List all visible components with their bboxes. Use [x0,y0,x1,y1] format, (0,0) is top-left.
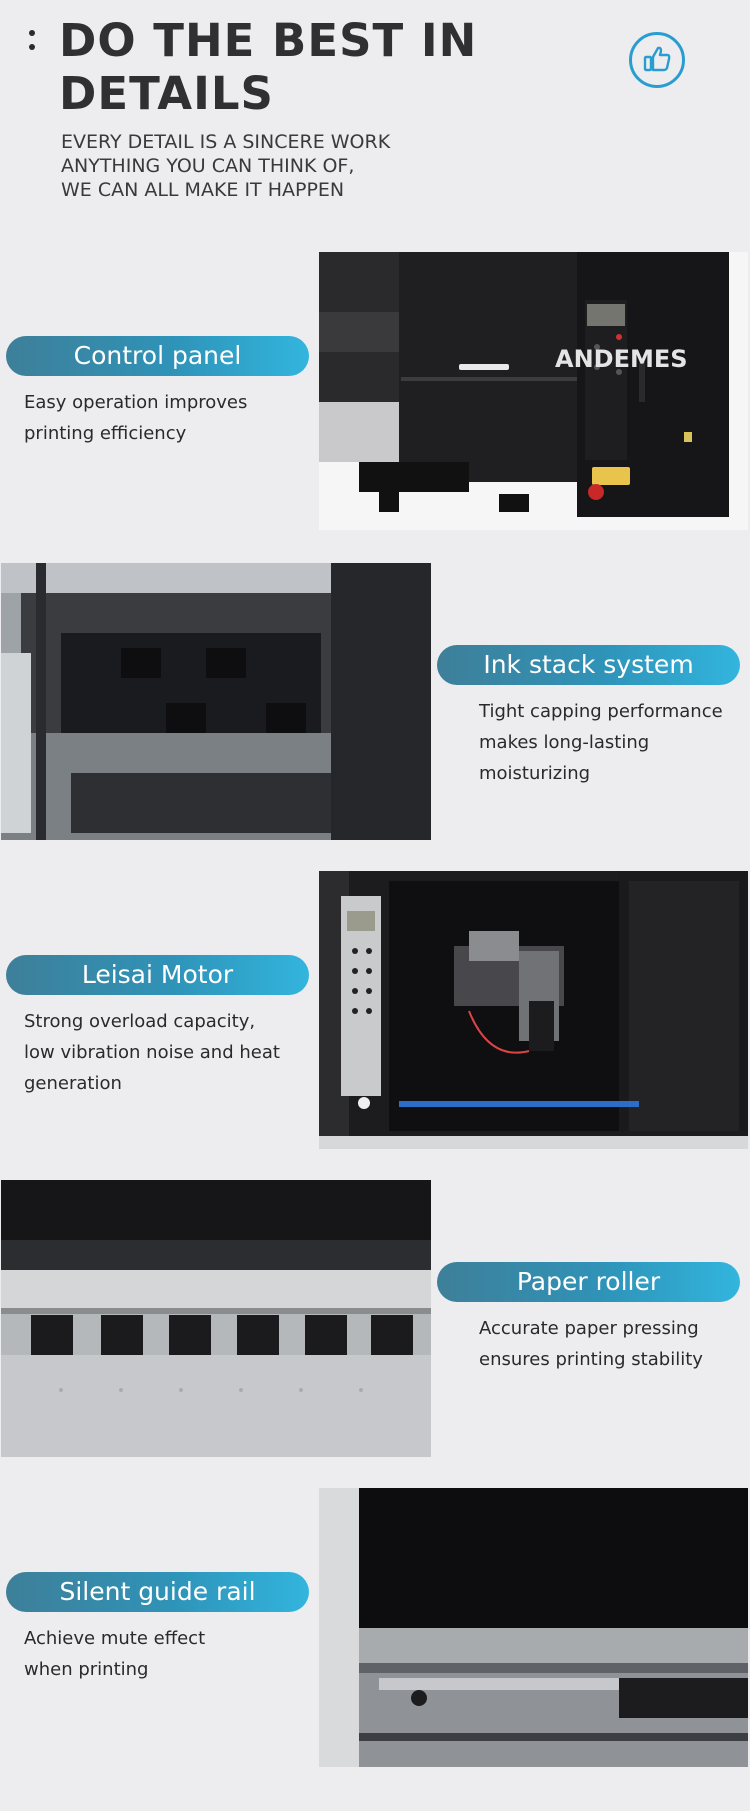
feature-desc-line: Strong overload capacity, [24,1011,256,1032]
title-line-2: DETAILS [59,67,274,120]
feature-desc-line: generation [24,1073,122,1094]
guide-rail-photo [319,1488,748,1767]
feature-desc-line: printing efficiency [24,423,187,444]
page-header: DO THE BEST IN DETAILS EVERY DETAIL IS A… [0,0,750,220]
feature-desc-line: when printing [24,1659,149,1680]
andemes-watermark: ANDEMES [555,345,688,373]
feature-desc-line: ensures printing stability [479,1349,703,1370]
feature-desc-ink-stack-system: Tight capping performance makes long-las… [479,696,723,789]
feature-desc-line: Tight capping performance [479,701,723,722]
feature-desc-control-panel: Easy operation improves printing efficie… [24,387,247,449]
subtitle-line-1: EVERY DETAIL IS A SINCERE WORK [61,131,391,153]
title-line-1: DO THE BEST IN [59,14,478,67]
feature-desc-silent-guide-rail: Achieve mute effect when printing [24,1623,205,1685]
page-title: DO THE BEST IN DETAILS [59,14,579,120]
feature-label-paper-roller: Paper roller [437,1262,740,1302]
ink-stack-photo [1,563,431,840]
feature-desc-line: low vibration noise and heat [24,1042,280,1063]
thumbs-up-icon [629,32,685,88]
leisai-motor-photo [319,871,748,1149]
feature-desc-line: Easy operation improves [24,392,248,413]
subtitle-line-2: ANYTHING YOU CAN THINK OF, [61,155,355,177]
feature-desc-line: Achieve mute effect [24,1628,206,1649]
colon-bullet [29,30,35,52]
feature-label-control-panel: Control panel [6,336,309,376]
page-subtitle: EVERY DETAIL IS A SINCERE WORK ANYTHING … [61,130,461,202]
feature-label-leisai-motor: Leisai Motor [6,955,309,995]
feature-label-silent-guide-rail: Silent guide rail [6,1572,309,1612]
feature-desc-line: moisturizing [479,763,591,784]
feature-desc-leisai-motor: Strong overload capacity, low vibration … [24,1006,280,1099]
subtitle-line-3: WE CAN ALL MAKE IT HAPPEN [61,179,345,201]
paper-roller-photo [1,1180,431,1457]
feature-label-ink-stack-system: Ink stack system [437,645,740,685]
feature-desc-line: makes long-lasting [479,732,650,753]
control-panel-photo: ANDEMES [319,252,748,530]
feature-desc-line: Accurate paper pressing [479,1318,699,1339]
feature-desc-paper-roller: Accurate paper pressing ensures printing… [479,1313,703,1375]
